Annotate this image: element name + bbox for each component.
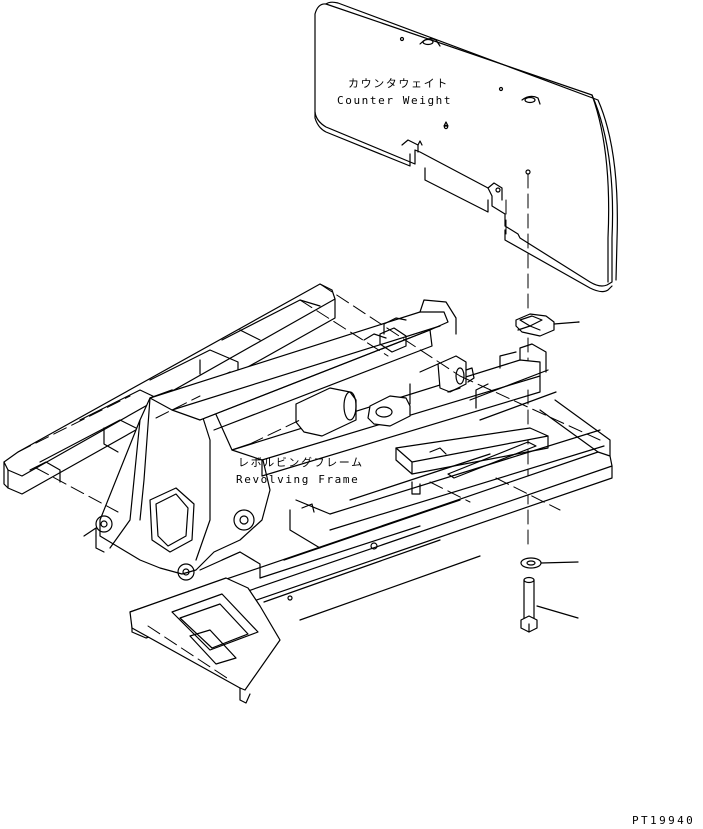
revolving-frame-label-jp: レボルビングフレーム [238,456,364,469]
revolving-frame-drawing [3,283,613,704]
bolt-part [520,576,579,633]
spacer-part [515,313,580,337]
counterweight-label-en: Counter Weight [337,94,453,107]
counterweight-drawing [314,1,618,293]
counterweight-label-jp: カウンタウェイト [348,77,449,90]
assembly-axis [505,173,529,551]
revolving-frame-label-en: Revolving Frame [236,473,360,486]
figure-code: PT19940 [632,814,696,827]
washer-part [520,557,579,569]
